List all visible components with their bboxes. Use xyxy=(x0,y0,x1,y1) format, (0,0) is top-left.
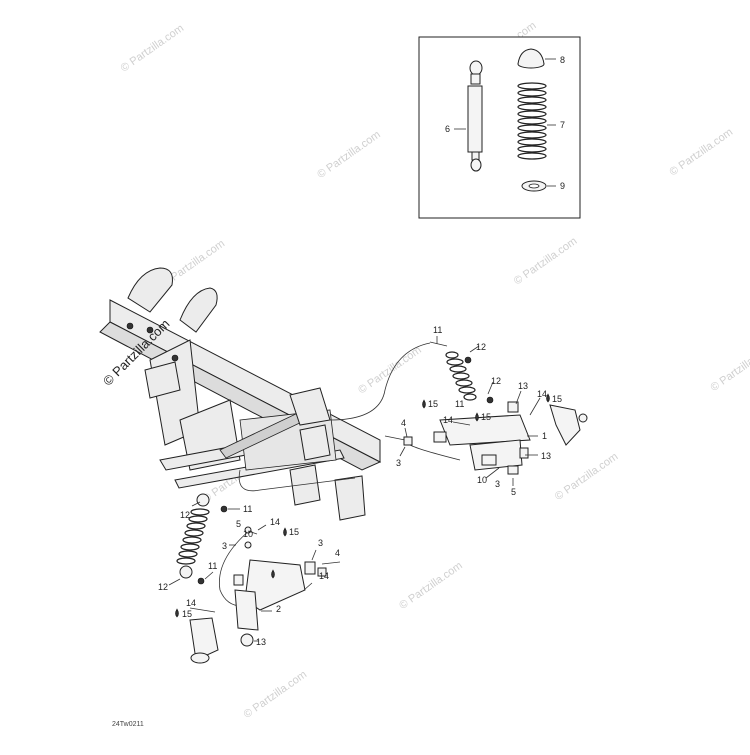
callout-12: 12 xyxy=(158,582,168,592)
right-suspension xyxy=(384,341,588,475)
shock-absorber-part xyxy=(467,60,483,172)
grease-drop-icon xyxy=(475,412,479,422)
frame-assembly xyxy=(99,267,382,521)
callout-3: 3 xyxy=(222,541,227,551)
callout-15: 15 xyxy=(428,399,438,409)
callout-10: 10 xyxy=(477,475,487,485)
callout-13: 13 xyxy=(541,451,551,461)
callout-3: 3 xyxy=(318,538,323,548)
callout-5: 5 xyxy=(511,487,516,497)
callout-15: 15 xyxy=(289,527,299,537)
callout-13: 13 xyxy=(518,381,528,391)
callout-5: 5 xyxy=(236,519,241,529)
watermark-text: © Partzilla.com xyxy=(119,22,187,74)
callout-6: 6 xyxy=(445,124,450,134)
watermark-text: © Partzilla.com xyxy=(667,126,735,178)
callouts: 11 12 12 13 14 15 15 11 15 14 4 1 3 13 1… xyxy=(158,325,562,647)
watermark-text: © Partzilla.com xyxy=(512,235,580,287)
spring-seat-part xyxy=(521,180,547,192)
callout-7: 7 xyxy=(560,120,565,130)
grease-drop-icon xyxy=(422,399,426,409)
callout-11: 11 xyxy=(455,399,464,409)
callout-12: 12 xyxy=(180,510,190,520)
right-shock-part xyxy=(445,351,477,401)
callout-15: 15 xyxy=(552,394,562,404)
grease-drop-icon xyxy=(271,569,275,579)
watermark-text: © Partzilla.com xyxy=(553,451,621,503)
grease-drops xyxy=(175,393,550,618)
callout-15: 15 xyxy=(481,412,491,422)
callout-4: 4 xyxy=(401,418,406,428)
callout-2: 2 xyxy=(276,604,281,614)
callout-14: 14 xyxy=(270,517,280,527)
inset-box: 6 8 7 9 xyxy=(418,36,581,219)
callout-14: 14 xyxy=(537,389,547,399)
callout-14: 14 xyxy=(319,571,329,581)
callout-11: 11 xyxy=(208,561,217,571)
spring-cup-part xyxy=(517,48,545,69)
watermark-layer: © Partzilla.com © Partzilla.com © Partzi… xyxy=(119,20,750,721)
callout-1: 1 xyxy=(542,431,547,441)
callout-3: 3 xyxy=(495,479,500,489)
watermark-text: © Partzilla.com xyxy=(708,342,750,394)
grease-drop-icon xyxy=(283,527,287,537)
diagram-code: 24Tw0211 xyxy=(112,721,144,728)
callout-14: 14 xyxy=(186,598,196,608)
callout-10: 10 xyxy=(243,529,253,539)
coil-spring-part xyxy=(517,82,547,160)
callout-8: 8 xyxy=(560,55,565,65)
left-suspension xyxy=(176,493,341,664)
watermark-text: © Partzilla.com xyxy=(315,129,383,181)
grease-drop-icon xyxy=(175,608,179,618)
grease-drop-icon xyxy=(546,393,550,403)
leader-lines xyxy=(168,336,541,642)
left-shock-part xyxy=(176,508,210,565)
callout-12: 12 xyxy=(476,342,486,352)
callout-13: 13 xyxy=(256,637,266,647)
callout-15: 15 xyxy=(182,609,192,619)
callout-12: 12 xyxy=(491,376,501,386)
watermark-text: © Partzilla.com xyxy=(356,344,424,396)
callout-11: 11 xyxy=(243,504,252,514)
callout-14: 14 xyxy=(443,415,453,425)
watermark-text: © Partzilla.com xyxy=(242,669,310,721)
callout-4: 4 xyxy=(335,548,340,558)
callout-9: 9 xyxy=(560,181,565,191)
watermark-text: © Partzilla.com xyxy=(397,560,465,612)
callout-11: 11 xyxy=(433,325,442,335)
callout-3: 3 xyxy=(396,458,401,468)
